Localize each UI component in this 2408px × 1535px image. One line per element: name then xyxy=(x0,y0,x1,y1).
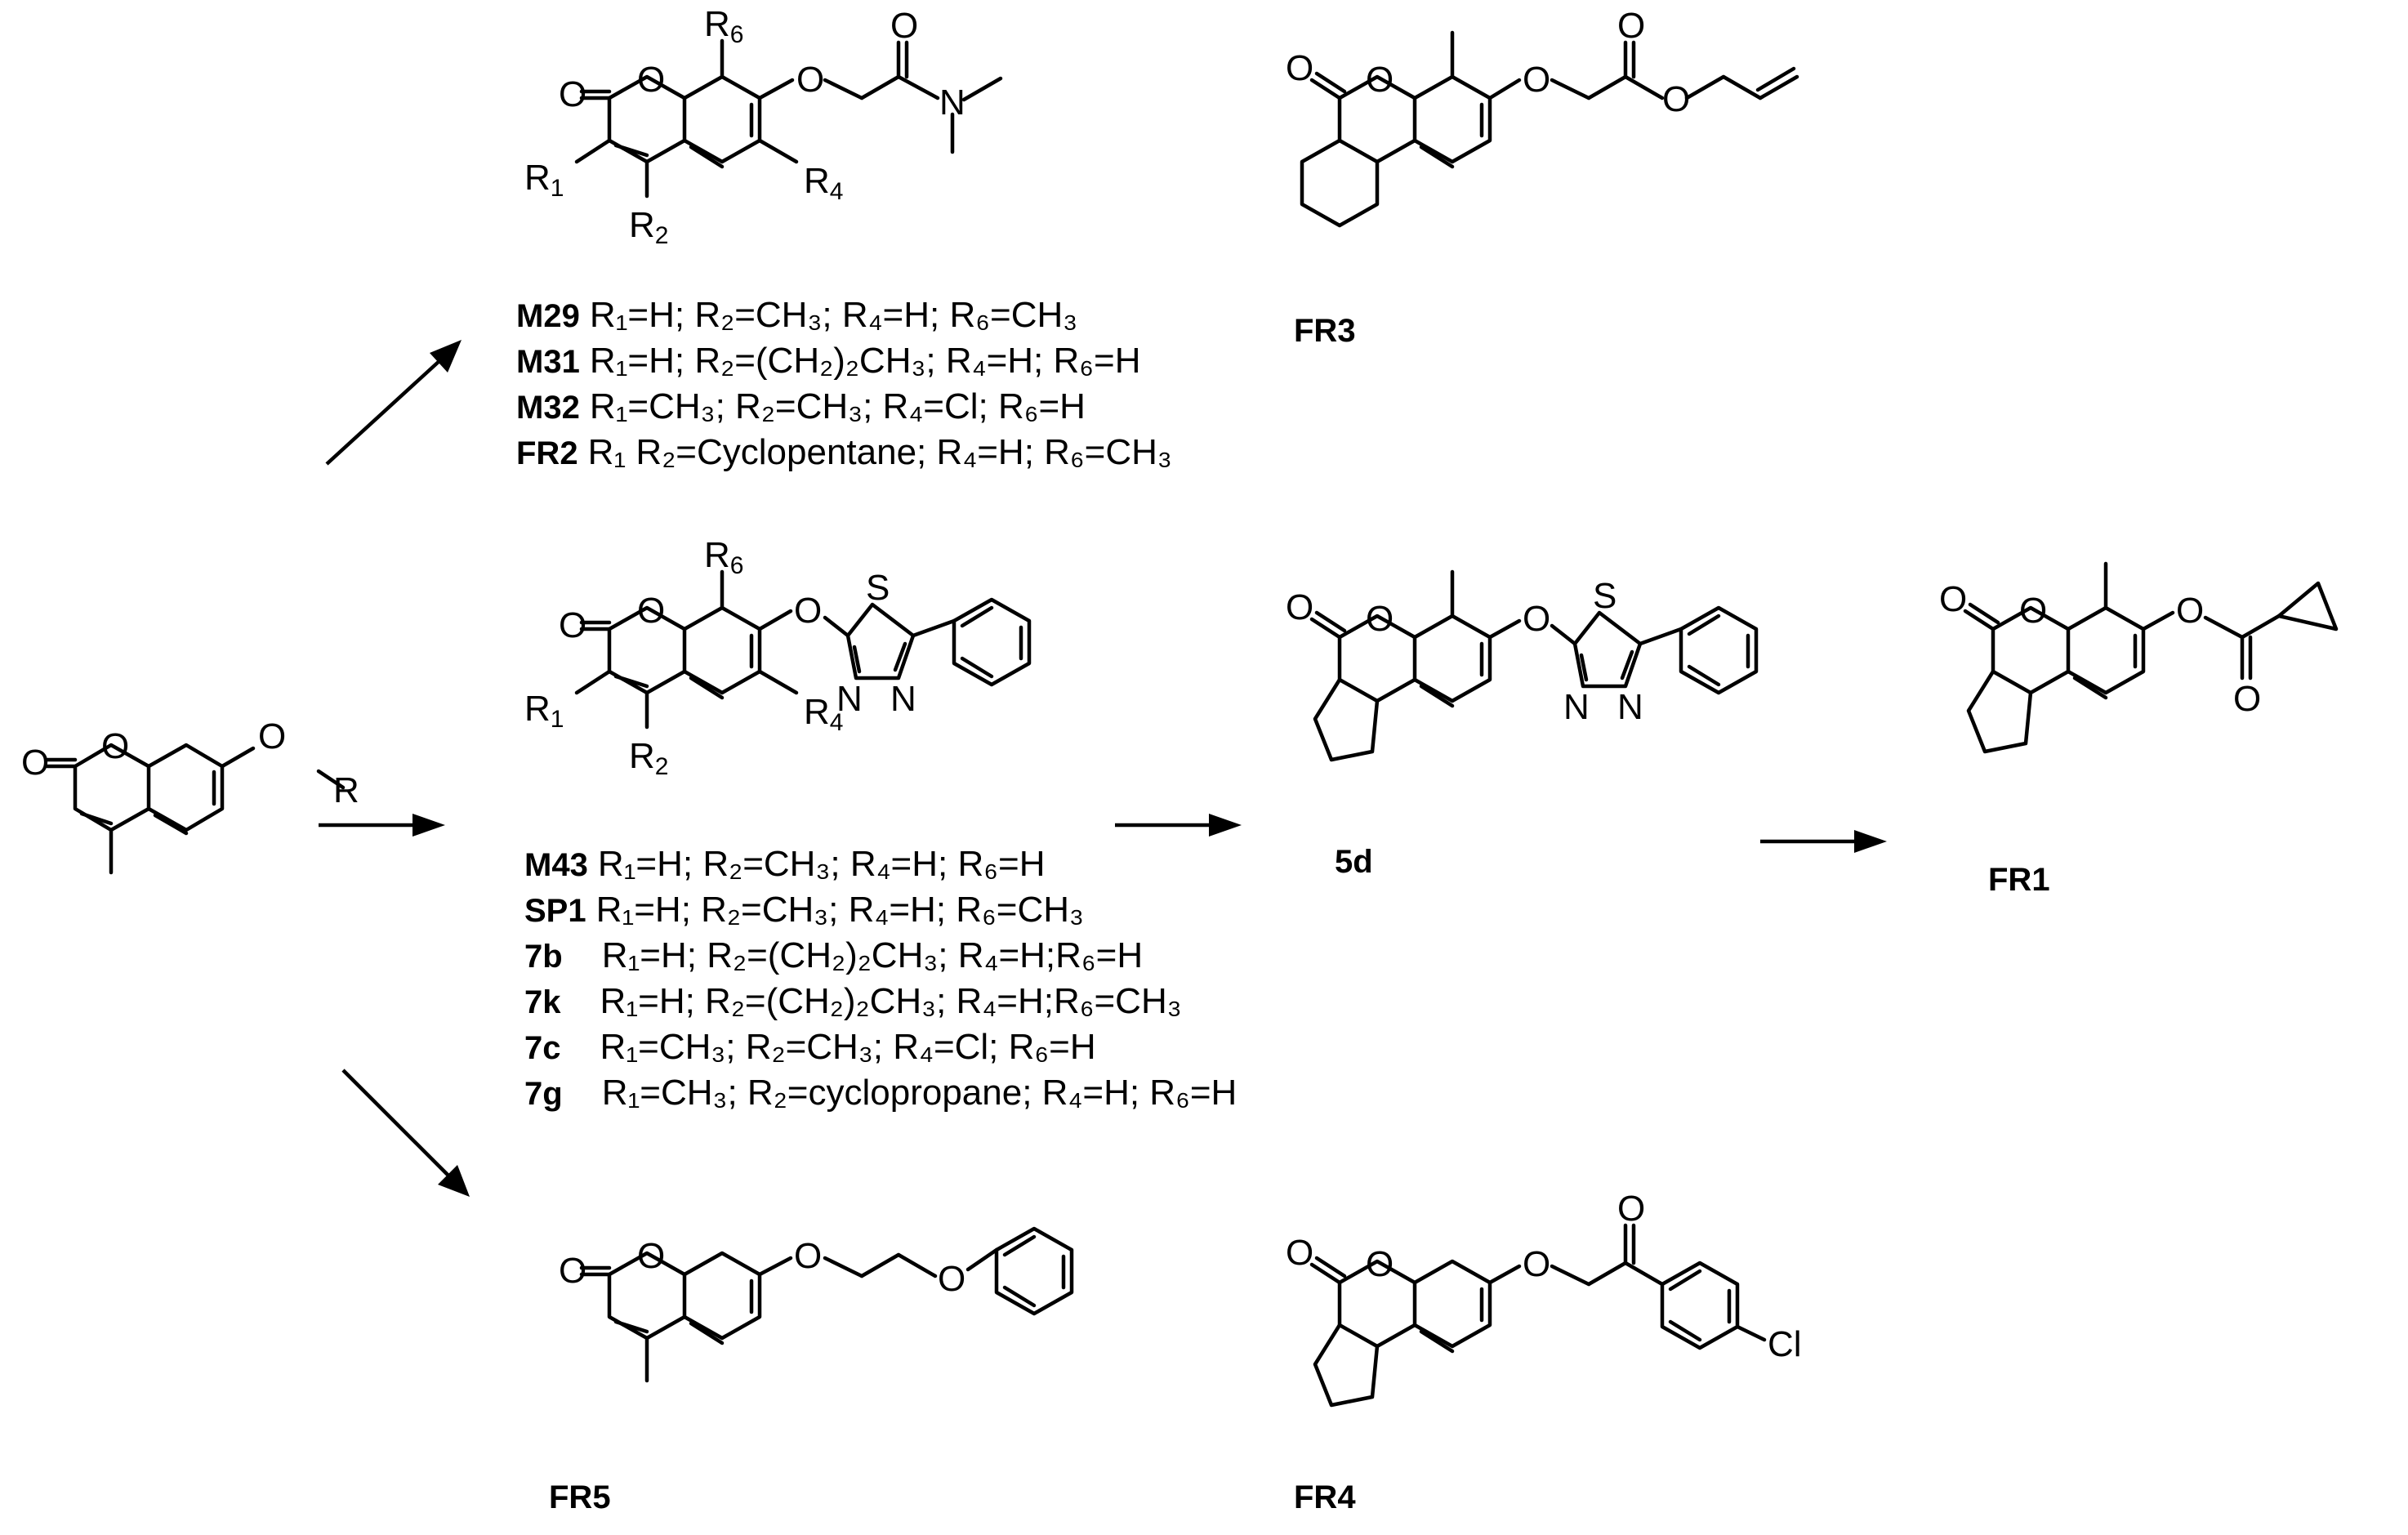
amide-n-label: N xyxy=(939,83,965,123)
thia-s-label: S xyxy=(866,568,890,608)
5d-n2-label: N xyxy=(1617,687,1643,727)
arrow-right-to-thiadiazole xyxy=(319,814,445,837)
thia-ether-o-label: O xyxy=(794,591,822,631)
5d-n1-label: N xyxy=(1563,687,1590,727)
thia-r1-label: R1 xyxy=(524,689,564,733)
compound-label-fr1: FR1 xyxy=(1988,862,2050,898)
fr3-ester-o-label: O xyxy=(1617,6,1645,46)
5d-ether-o-label: O xyxy=(1523,599,1550,639)
start-ether-o-label: O xyxy=(258,716,286,756)
5d-ring-o-label: O xyxy=(1366,599,1394,639)
thia-r6-label: R6 xyxy=(704,535,743,579)
amide-r4-label: R4 xyxy=(804,161,843,205)
start-r-label: R xyxy=(333,770,359,810)
compound-label-fr3: FR3 xyxy=(1294,313,1356,349)
arrow-down-right xyxy=(341,1069,470,1197)
thia-n1-label: N xyxy=(836,679,863,719)
fr1-ester-o-label: O xyxy=(2176,591,2204,631)
fr3-ring-o-label: O xyxy=(1366,60,1394,100)
thiadiazole-series-structure: O O O S N N R6 R1 R2 R4 xyxy=(524,535,1032,780)
amide-carbonyl2-o-label: O xyxy=(890,6,918,46)
amide-ether-o-label: O xyxy=(796,60,824,100)
fr4-ether-o-label: O xyxy=(1523,1244,1550,1284)
5d-carbonyl-o-label: O xyxy=(1286,587,1313,627)
fr5-ring-o-label: O xyxy=(637,1236,665,1276)
fr5-structure: O O O O xyxy=(559,1226,1074,1383)
thia-r4-label: R4 xyxy=(804,692,843,736)
fr1-carbonyl-o-label: O xyxy=(1939,579,1967,619)
amide-r1-label: R1 xyxy=(524,158,564,202)
fr5-ether-o-label: O xyxy=(794,1236,822,1276)
compound-label-fr4: FR4 xyxy=(1294,1479,1356,1515)
thia-carbonyl-o-label: O xyxy=(559,605,586,645)
fr3-carbonyl-o-label: O xyxy=(1286,48,1313,88)
fr1-carbonyl2-o-label: O xyxy=(2233,679,2261,719)
fr4-ketone-o-label: O xyxy=(1617,1189,1645,1229)
fr5-carbonyl-o-label: O xyxy=(559,1251,586,1291)
fr1-ring-o-label: O xyxy=(2019,591,2047,631)
fr5-phenoxy-o-label: O xyxy=(938,1259,965,1299)
5d-s-label: S xyxy=(1593,576,1616,616)
thia-n2-label: N xyxy=(890,679,916,719)
fr3-ester-o2-label: O xyxy=(1662,79,1690,119)
fr4-cl-label: Cl xyxy=(1768,1324,1802,1364)
fr1-structure: O O O O xyxy=(1939,561,2339,754)
compound-label-5d: 5d xyxy=(1335,844,1373,880)
fr4-ring-o-label: O xyxy=(1366,1244,1394,1284)
compound-label-fr5: FR5 xyxy=(549,1479,611,1515)
fr3-ether-o-label: O xyxy=(1523,60,1550,100)
start-coumarin-structure: O O O R xyxy=(21,716,359,875)
amide-r6-label: R6 xyxy=(704,4,743,48)
thia-r2-label: R2 xyxy=(629,736,668,780)
amide-series-structure: O O O O N R6 R1 R2 R4 xyxy=(524,4,1003,249)
start-carbonyl-o-label: O xyxy=(21,743,49,783)
start-ring-o-label: O xyxy=(101,726,129,766)
amide-r2-label: R2 xyxy=(629,205,668,249)
thia-ring-o-label: O xyxy=(637,591,665,631)
5d-structure: O O O S N N xyxy=(1286,569,1759,762)
amide-ring-o-label: O xyxy=(637,60,665,100)
arrow-up-right xyxy=(325,340,462,466)
arrow-right-to-5d xyxy=(1115,814,1242,837)
arrow-right-to-fr1 xyxy=(1760,830,1887,853)
fr4-structure: O O O O Cl xyxy=(1286,1189,1802,1408)
fr3-structure: O O O O O xyxy=(1286,6,1799,228)
fr4-carbonyl-o-label: O xyxy=(1286,1233,1313,1273)
amide-carbonyl-o-label: O xyxy=(559,74,586,114)
